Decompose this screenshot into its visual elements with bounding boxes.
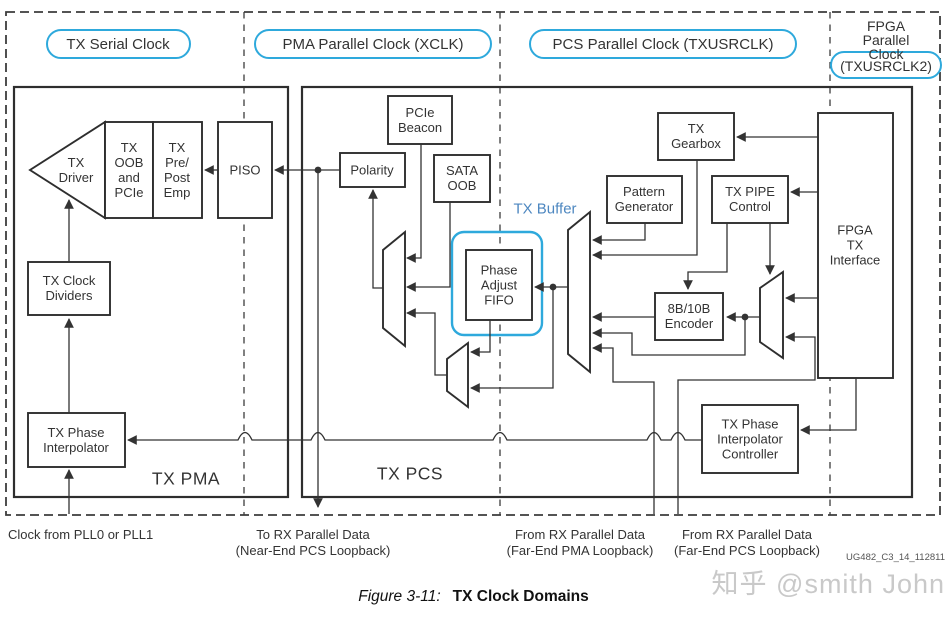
tx-buffer-annotation: TX Buffer <box>513 200 577 218</box>
to-rx-parallel-data-label: To RX Parallel Data (Near-End PCS Loopba… <box>235 527 391 558</box>
tx-oob-label: TX OOB and PCIe <box>114 140 144 200</box>
pcie-beacon-block <box>387 95 453 145</box>
tx-pcs-region-box <box>300 85 914 499</box>
tx-gearbox-block <box>657 112 735 161</box>
junction-dot <box>741 313 749 321</box>
tx-phase-interpolator-controller-block <box>701 404 799 474</box>
tx-gearbox-label: TX Gearbox <box>671 121 721 151</box>
tx-pcs-region-label: TX PCS <box>376 463 444 484</box>
wire-gearbox-to-mux <box>592 160 698 260</box>
sata-oob-label: SATA OOB <box>445 163 479 193</box>
fpga-tx-interface-block <box>817 112 894 379</box>
tx-pi-controller-label: TX Phase Interpolator Controller <box>717 416 783 462</box>
mux-encoder-input <box>759 270 784 360</box>
region-boxes <box>12 85 914 499</box>
figure-number: Figure 3-11: <box>358 588 441 605</box>
junction-dot <box>549 283 557 291</box>
from-rx-far-end-pcs-label: From RX Parallel Data (Far-End PCS Loopb… <box>674 527 820 558</box>
wire-far-end-pma-loopback <box>592 343 655 514</box>
from-rx-far-end-pma-label: From RX Parallel Data (Far-End PMA Loopb… <box>506 527 654 558</box>
tx-pipe-control-label: TX PIPE Control <box>725 184 775 214</box>
figure-title: TX Clock Domains <box>452 588 589 605</box>
tx-serial-clock-pill <box>46 29 191 59</box>
wire-encoder-bypass <box>592 317 746 356</box>
fpga-parallel-clock-pill <box>830 51 942 79</box>
polarity-label: Polarity <box>350 162 394 178</box>
mux-pcs-datapath <box>567 209 591 375</box>
polarity-block <box>339 152 406 188</box>
tx-prepost-label: TX Pre/ Post Emp <box>163 140 191 200</box>
figure-caption: Figure 3-11: TX Clock Domains <box>0 588 947 606</box>
pcie-beacon-label: PCIe Beacon <box>397 105 443 135</box>
wire-mux-to-polarity <box>368 189 383 289</box>
junction-dots <box>314 166 749 321</box>
pcs-parallel-clock-pill <box>529 29 797 59</box>
fpga-parallel-clock-label: FPGA Parallel Clock <box>862 18 910 62</box>
tx-prepost-block <box>152 121 203 219</box>
wire-fifo-bypass-branch <box>470 287 554 393</box>
mux-fifo-bypass <box>446 341 469 409</box>
outer-dashed-border <box>5 11 941 516</box>
watermark-text: 知乎 @smith John <box>711 569 945 599</box>
fpga-tx-interface-label: FPGA TX Interface <box>829 222 881 268</box>
clock-domain-pills <box>46 29 942 79</box>
tx-serial-clock-label: TX Serial Clock <box>66 36 170 53</box>
pma-parallel-clock-label: PMA Parallel Clock (XCLK) <box>282 36 464 53</box>
tx-pma-region-box <box>12 85 290 499</box>
wire-pi-controller-to-interpolator <box>127 431 702 445</box>
8b10b-encoder-label: 8B/10B Encoder <box>664 301 714 331</box>
tx-driver-label: TX Driver <box>58 155 94 185</box>
tx-phase-interpolator-label: TX Phase Interpolator <box>43 425 109 455</box>
mux-pma-output <box>382 229 406 349</box>
wire-pipe-to-encoder <box>683 223 728 290</box>
signal-wires <box>64 132 857 514</box>
pma-parallel-clock-pill <box>254 29 492 59</box>
tx-pma-region-label: TX PMA <box>151 468 221 489</box>
txusrclk2-pill-label: (TXUSRCLK2) <box>840 58 932 74</box>
pattern-generator-label: Pattern Generator <box>614 184 674 214</box>
tx-clock-dividers-label: TX Clock Dividers <box>42 273 96 303</box>
clock-from-pll-label: Clock from PLL0 or PLL1 <box>8 527 154 542</box>
wire-fpga-to-pi-controller <box>800 378 857 435</box>
junction-dot <box>314 166 322 174</box>
sata-oob-block <box>433 154 491 203</box>
tx-clock-dividers-block <box>27 261 111 316</box>
wire-bypassmux-to-pmamux <box>406 308 447 376</box>
wire-fifo-to-bypassmux <box>470 320 491 357</box>
pattern-generator-block <box>606 175 683 224</box>
wire-pattern-gen-to-mux <box>592 223 646 245</box>
function-blocks <box>27 95 894 474</box>
wire-sata-oob-to-mux <box>406 202 451 292</box>
phase-adjust-fifo-label: Phase Adjust FIFO <box>480 262 518 308</box>
phase-adjust-fifo-block <box>465 249 533 321</box>
doc-reference-code: UG482_C3_14_112811 <box>846 552 945 563</box>
tx-phase-interpolator-block <box>27 412 126 468</box>
8b10b-encoder-block <box>654 292 724 341</box>
wire-far-end-pcs-loopback <box>677 332 816 514</box>
piso-label: PISO <box>229 162 261 178</box>
tx-pipe-control-block <box>711 175 789 224</box>
wire-pcie-beacon-to-mux <box>406 144 422 263</box>
tx-oob-block <box>104 121 154 219</box>
pcs-parallel-clock-label: PCS Parallel Clock (TXUSRCLK) <box>552 36 774 53</box>
